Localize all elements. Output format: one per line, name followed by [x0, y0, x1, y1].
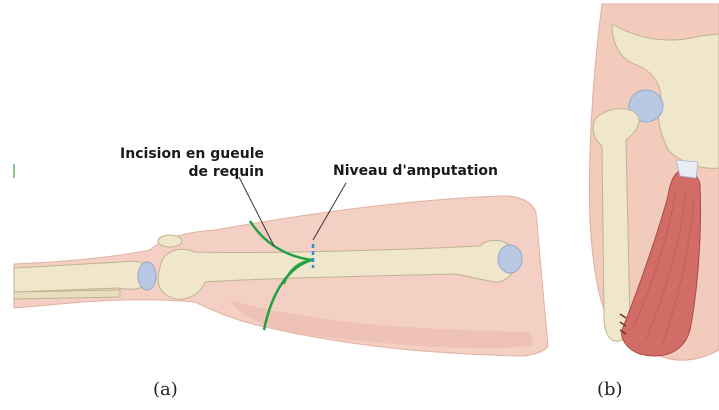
panel-b-caption: (b): [597, 379, 623, 400]
fibula: [14, 290, 120, 299]
incision-label-line1: Incision en gueule: [106, 145, 264, 163]
incision-label: Incision en gueule de requin: [106, 145, 264, 181]
patella: [158, 235, 182, 247]
panel-a-illustration: [14, 164, 548, 356]
knee-cartilage: [138, 262, 156, 290]
hip-cartilage: [498, 245, 522, 273]
incision-label-line2: de requin: [106, 163, 264, 181]
amputation-level-label: Niveau d'amputation: [333, 162, 498, 180]
panel-b-illustration: [590, 4, 719, 360]
panel-a-caption: (a): [153, 379, 178, 400]
